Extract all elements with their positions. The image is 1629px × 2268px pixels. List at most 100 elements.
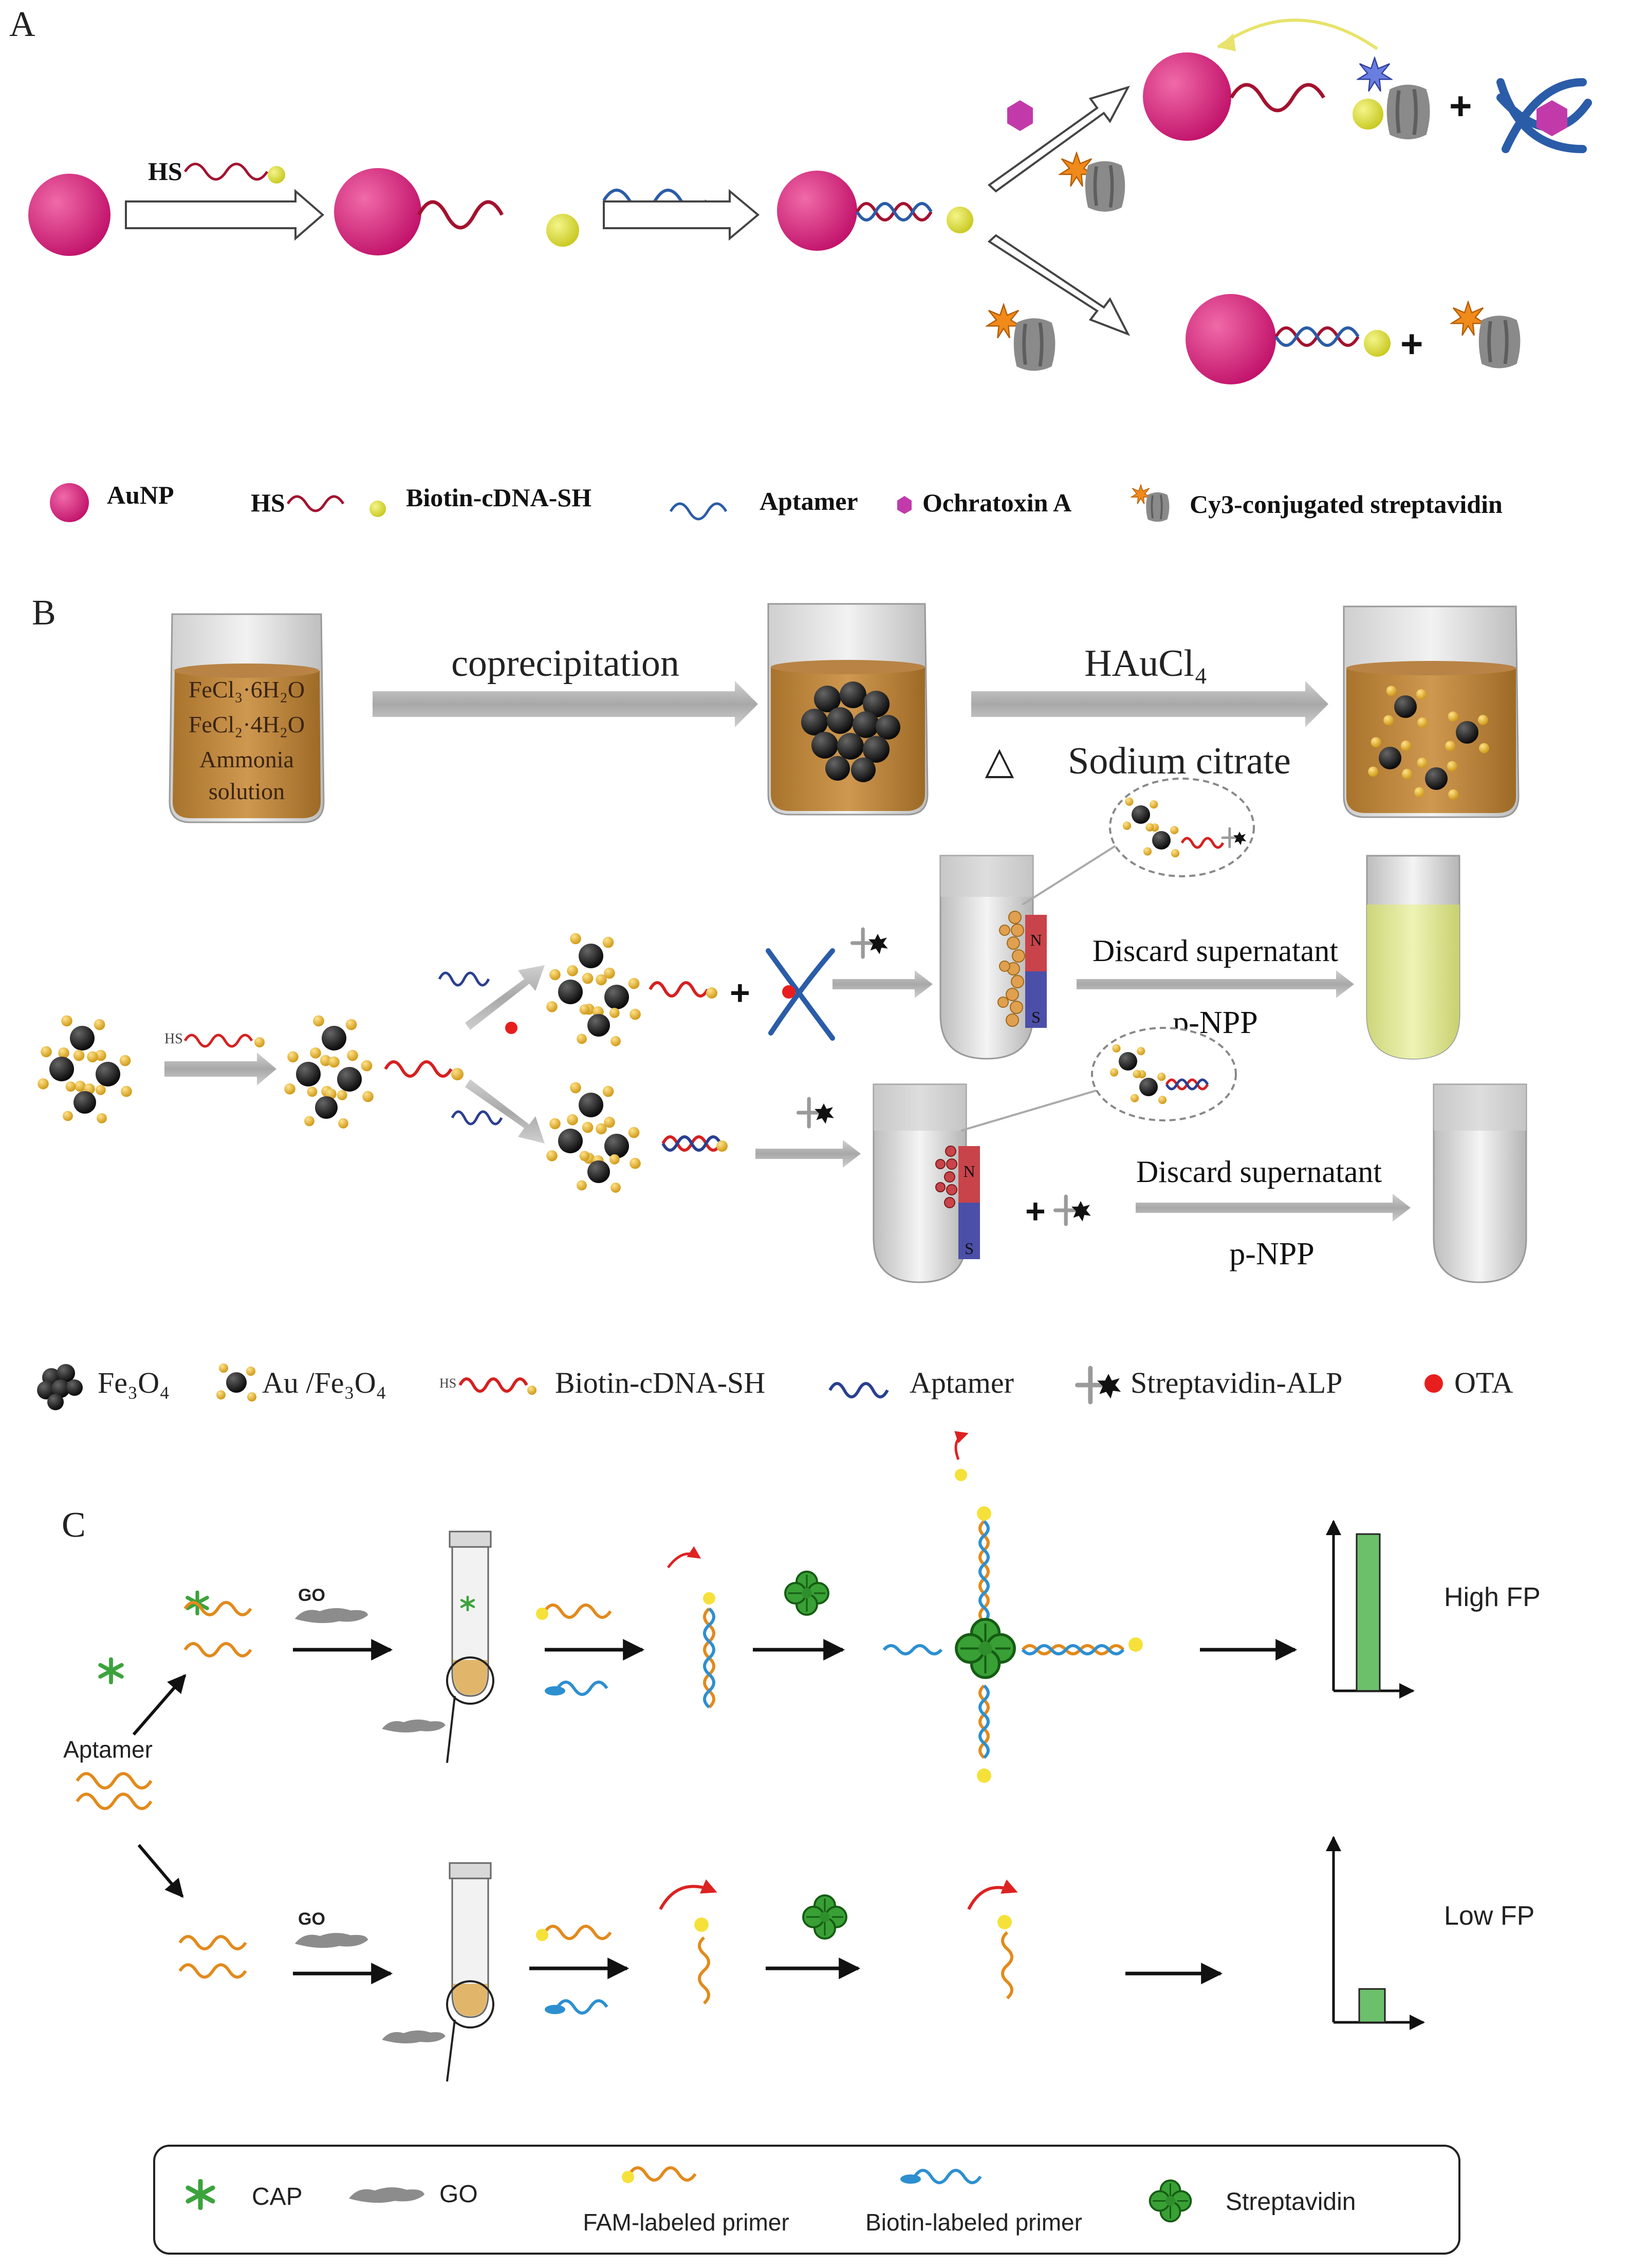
aptamer-strand [661,1135,722,1152]
high-fp-label: High FP [1444,1582,1541,1612]
magnet-north [958,1146,980,1203]
legend-aptamer-b: Aptamer [910,1366,1014,1399]
aufe3o4-cluster-upper [546,933,641,1046]
biotin-icon [706,987,717,999]
legend-streptavidin-icon [1145,491,1171,523]
legend-aunp: AuNP [107,481,174,509]
aufe3o4-cluster-mid [284,1015,374,1129]
panel-a-letter: A [9,5,35,44]
legend-sa-alp: Streptavidin-ALP [1131,1366,1342,1399]
legend-aufe3o4-icon [216,1363,256,1402]
biotin-icon [451,1068,464,1080]
rotation-arrow [667,1546,701,1569]
cdna-strand [417,200,504,230]
legend-fam-dye [622,2171,634,2183]
arrow-to-free [137,1844,184,1898]
legend-ota-dot [1424,1374,1443,1393]
beaker-line-4: solution [209,778,285,804]
panel-a: A HS + + [9,5,1592,523]
magnet-s-label: S [1031,1008,1041,1026]
beaker-line-2: FeCl₂·4H₂O [189,711,305,737]
aptamer-ota-complex [766,948,835,1041]
aunp-particle [334,168,421,255]
magnet-south [958,1203,980,1259]
beaker-fe3o4 [767,603,929,816]
arrow-gold-deposition [971,681,1328,727]
hs-label: HS [148,157,182,186]
rotation-arrow [659,1879,717,1910]
tube-c-bottom [382,1862,494,2082]
fam-dye [703,1592,715,1605]
biotin-icon [947,207,973,233]
cdna-strand [649,981,709,998]
legend-cdna-b: Biotin-cDNA-SH [555,1366,765,1399]
arrow-up-branch [987,85,1131,193]
sodium-citrate-label: Sodium citrate [1068,740,1291,782]
biotin-tag [545,2005,565,2014]
plus-sign: + [730,973,750,1012]
legend-cap: CAP [252,2183,303,2210]
streptavidin-icon [802,1894,847,1940]
aptamer-strand [451,1110,503,1126]
cdna-strand [183,162,269,181]
arrow-down-branch-b [465,1079,545,1144]
go-icon [294,1932,368,1948]
ota-icon [782,985,795,999]
tube-positive: N S [939,855,1047,1060]
discard-label-2: Discard supernatant [1136,1155,1382,1189]
cdna-strand [183,1034,253,1048]
beaker-line-3: Ammonia [199,746,294,772]
streptavidin-icon [1014,318,1056,371]
high-fp-chart [1326,1520,1415,1699]
heat-triangle: △ [985,740,1014,782]
legend-cdna: Biotin-cDNA-SH [406,483,591,512]
streptavidin-icon [1387,85,1430,139]
legend-c-box [153,2145,1460,2255]
streptavidin-alp-icon [799,1099,834,1127]
legend-cdna-icon [458,1377,528,1393]
panel-b-letter: B [32,593,56,633]
aptamer-strands [178,1935,247,1979]
fam-dye [536,1929,548,1941]
biotin-icon [268,166,285,183]
legend-aunp-icon [50,483,89,522]
plus-sign: + [1025,1192,1046,1231]
fret-arc [1217,19,1378,50]
arrow-to-tube-2 [755,1140,861,1168]
legend-aptamer: Aptamer [760,487,858,515]
legend-cdna-icon [286,495,345,512]
legend-biotin-icon [369,501,386,517]
legend-b-fe3o4-icon [37,1364,83,1410]
arrow-step-1 [125,189,325,241]
aptamer-cap-complex [183,1601,252,1657]
aufe3o4-cluster-left [38,1015,132,1123]
ochratoxin-icon [1007,100,1033,131]
discard-label-1: Discard supernatant [1093,934,1338,968]
legend-streptavidin-alp-icon [1078,1368,1121,1402]
arrow-discard-1 [1077,970,1354,998]
fam-primer [543,1603,612,1619]
magnet-south [1025,971,1047,1028]
beaker-reagents: FeCl₃·6H₂O FeCl₂·4H₂O Ammonia solution [169,613,325,823]
tube-yellow-result [1366,855,1460,1060]
fe3o4-cluster [801,681,900,782]
aptamer-label: Aptamer [63,1736,153,1763]
ota-icon [505,1022,517,1034]
arrow-to-binding [132,1674,187,1736]
aunp-particle [777,171,857,251]
go-icon [294,1608,368,1624]
biotin-primer [556,1999,608,2015]
aunp-particle [1186,294,1276,384]
legend-aufe3o4: Au /Fe₃O₄ [262,1366,386,1399]
arrow-up-branch-b [465,965,545,1030]
aptamer-strand [856,202,933,222]
legend-biotin-tag [900,2174,921,2184]
legend-hs-small: HS [439,1376,456,1391]
streptavidin-alp-icon [853,929,888,957]
cap-icon [100,1659,122,1682]
streptavidin-complex [882,1431,1143,1783]
rotation-arrow [967,1879,1018,1910]
go-label-2: GO [298,1909,325,1929]
biotin-icon [716,1140,728,1152]
